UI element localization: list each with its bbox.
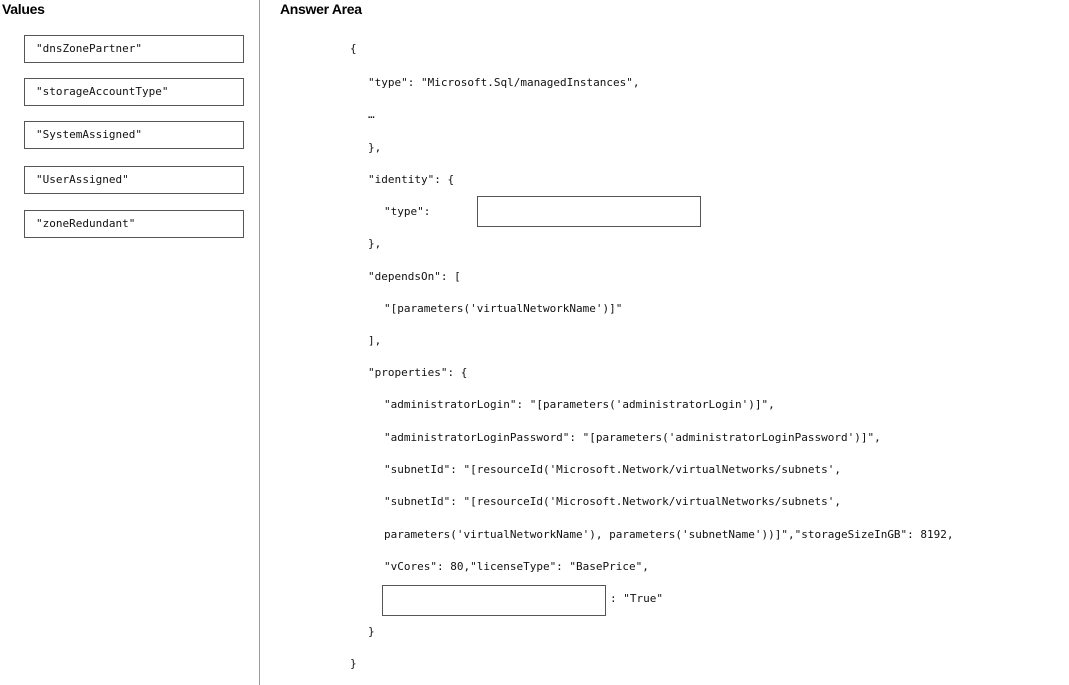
code-line: … bbox=[368, 108, 375, 121]
code-line: }, bbox=[368, 141, 382, 154]
code-line: "subnetId": "[resourceId('Microsoft.Netw… bbox=[384, 463, 841, 476]
code-line: : "True" bbox=[610, 592, 663, 605]
identity-type-drop-target[interactable] bbox=[477, 196, 701, 227]
value-item-system-assigned[interactable]: "SystemAssigned" bbox=[24, 121, 244, 149]
code-line: ], bbox=[368, 334, 382, 347]
values-panel-title: Values bbox=[2, 1, 45, 17]
code-line: "type": "Microsoft.Sql/managedInstances"… bbox=[368, 76, 640, 89]
answer-area-title: Answer Area bbox=[280, 1, 362, 17]
value-item-user-assigned[interactable]: "UserAssigned" bbox=[24, 166, 244, 194]
property-name-drop-target[interactable] bbox=[382, 585, 606, 616]
code-line: } bbox=[350, 657, 357, 670]
code-line: "dependsOn": [ bbox=[368, 270, 461, 283]
code-line: "properties": { bbox=[368, 366, 468, 379]
code-line: "type": bbox=[384, 205, 431, 218]
code-line: "administratorLogin": "[parameters('admi… bbox=[384, 398, 775, 411]
value-item-storage-account-type[interactable]: "storageAccountType" bbox=[24, 78, 244, 106]
code-line: { bbox=[350, 42, 357, 55]
code-line: "[parameters('virtualNetworkName')]" bbox=[384, 302, 623, 315]
code-line: "administratorLoginPassword": "[paramete… bbox=[384, 431, 881, 444]
code-line: parameters('virtualNetworkName'), parame… bbox=[384, 528, 954, 541]
code-line: }, bbox=[368, 237, 382, 250]
panel-divider bbox=[259, 0, 260, 685]
code-line: } bbox=[368, 625, 375, 638]
code-line: "vCores": 80,"licenseType": "BasePrice", bbox=[384, 560, 649, 573]
value-item-zone-redundant[interactable]: "zoneRedundant" bbox=[24, 210, 244, 238]
value-item-dns-zone-partner[interactable]: "dnsZonePartner" bbox=[24, 35, 244, 63]
code-line: "subnetId": "[resourceId('Microsoft.Netw… bbox=[384, 495, 841, 508]
code-line: "identity": { bbox=[368, 173, 455, 186]
